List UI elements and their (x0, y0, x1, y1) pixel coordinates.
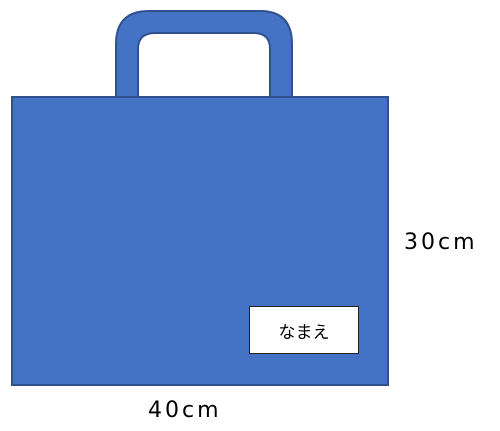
name-tag-label: なまえ (278, 322, 330, 343)
name-tag: なまえ (249, 306, 359, 354)
bag-handle (115, 10, 293, 102)
width-dimension-label: 40cm (148, 398, 222, 423)
height-dimension-label: 30cm (404, 230, 478, 255)
